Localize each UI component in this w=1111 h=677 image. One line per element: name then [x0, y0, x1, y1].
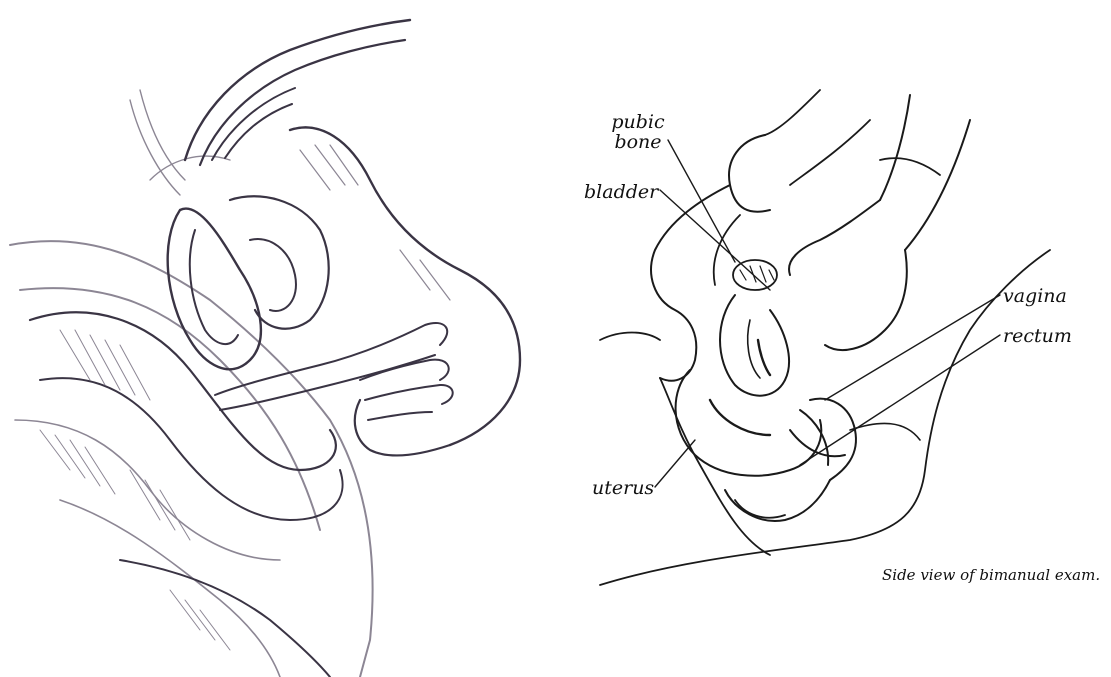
- right-diagram-panel: pubic bone bladder vagina rectum uterus …: [560, 0, 1111, 677]
- left-sketch-panel: [0, 0, 545, 677]
- figure-caption: Side view of bimanual exam.: [882, 566, 1100, 584]
- label-pubic-bone: pubic bone: [603, 112, 673, 152]
- label-vagina: vagina: [1003, 286, 1067, 306]
- bimanual-exam-sketch-icon: [0, 0, 545, 677]
- label-uterus: uterus: [592, 478, 654, 498]
- label-bladder: bladder: [584, 182, 658, 202]
- label-rectum: rectum: [1003, 326, 1072, 346]
